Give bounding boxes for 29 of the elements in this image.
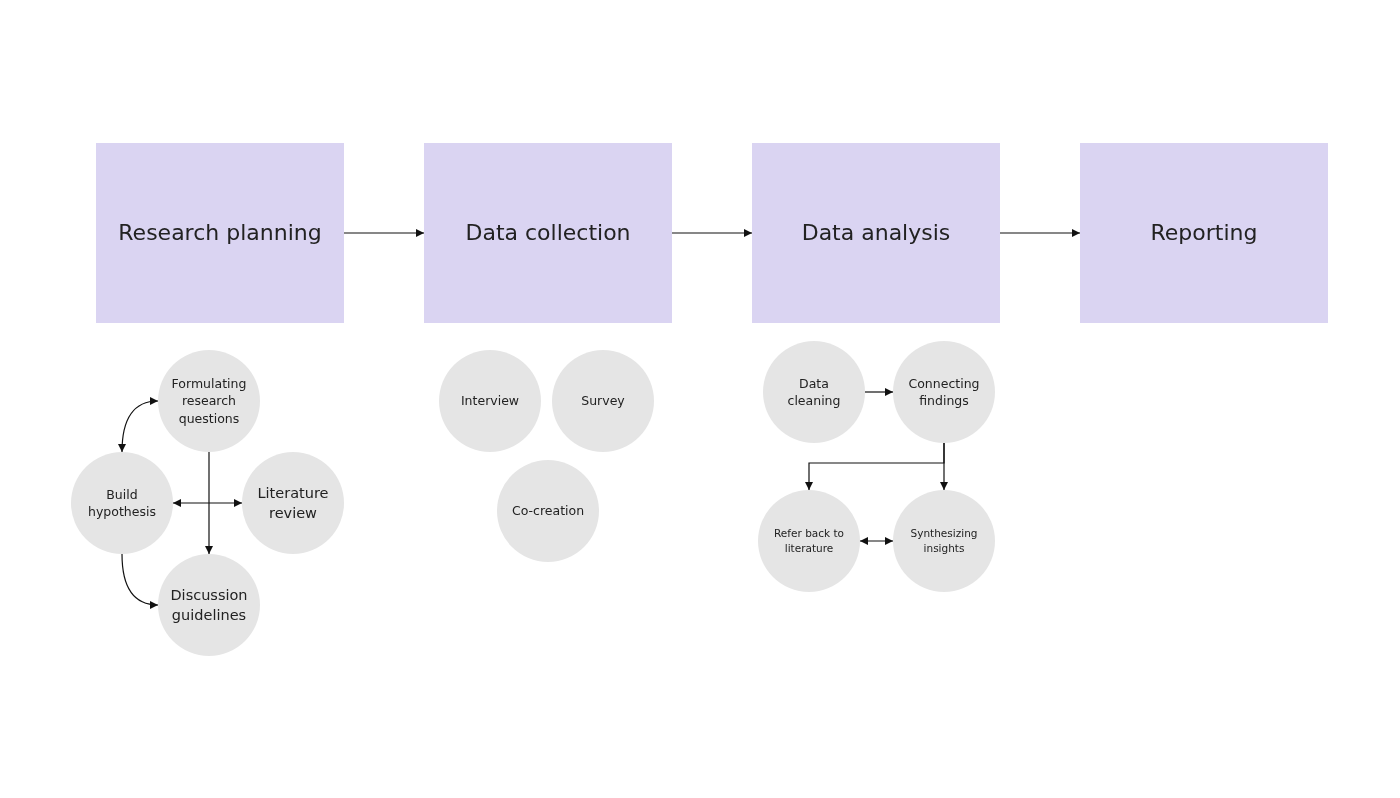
arrow <box>172 499 243 507</box>
topic-label: Literature review <box>256 483 330 523</box>
topic-label: Connecting findings <box>907 374 981 410</box>
stage-box <box>752 143 1000 323</box>
topic-label: Refer back to literature <box>773 526 845 556</box>
topic-label: Co-creation <box>511 502 585 520</box>
arrow <box>999 229 1081 237</box>
arrow <box>118 397 159 453</box>
topic-label: Interview <box>460 392 520 410</box>
topic-label: Synthesizing insights <box>909 526 979 556</box>
stage-box <box>96 143 344 323</box>
arrow <box>343 229 425 237</box>
arrow <box>940 442 948 491</box>
arrow <box>671 229 753 237</box>
topic-label: Data cleaning <box>786 374 842 410</box>
stage-box <box>1080 143 1328 323</box>
topic-label: Discussion guidelines <box>169 585 249 625</box>
topic-label: Survey <box>581 392 625 410</box>
topic-label: Formulating research questions <box>170 374 248 428</box>
arrow <box>859 537 894 545</box>
arrow <box>205 451 213 555</box>
stage-title: Data analysis <box>801 218 951 247</box>
arrow <box>121 553 159 609</box>
topic-label: Build hypothesis <box>87 485 157 521</box>
stage-box <box>424 143 672 323</box>
arrow <box>864 388 894 396</box>
stage-title: Reporting <box>1150 218 1258 247</box>
stage-title: Data collection <box>465 218 631 247</box>
stage-title: Research planning <box>118 218 322 247</box>
